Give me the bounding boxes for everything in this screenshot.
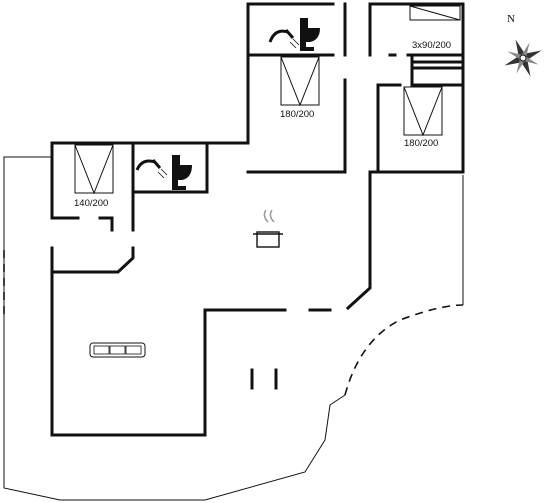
bed-label-bedroom-right: 180/200 [404, 138, 438, 149]
shower-icon [135, 159, 168, 179]
bed-label-bunk-room: 3x90/200 [412, 40, 451, 51]
bed-icon [280, 56, 320, 107]
compass-north-label: N [507, 13, 515, 25]
bed-label-bedroom-left: 140/200 [74, 198, 108, 209]
toilet-icon [172, 155, 192, 190]
bed-icon [409, 5, 461, 21]
walls [50, 2, 465, 437]
terrace-outline [3, 156, 346, 501]
bed-icon [403, 86, 443, 137]
bed-icon [74, 144, 114, 195]
sofa-icon [89, 342, 146, 358]
terrace-dashed-curve [344, 304, 464, 396]
shower-icon [268, 29, 300, 49]
bed-label-bedroom-top: 180/200 [280, 109, 314, 120]
toilet-icon [300, 18, 320, 51]
cooking-pot-icon [253, 209, 283, 248]
compass-rose-icon [504, 39, 542, 77]
